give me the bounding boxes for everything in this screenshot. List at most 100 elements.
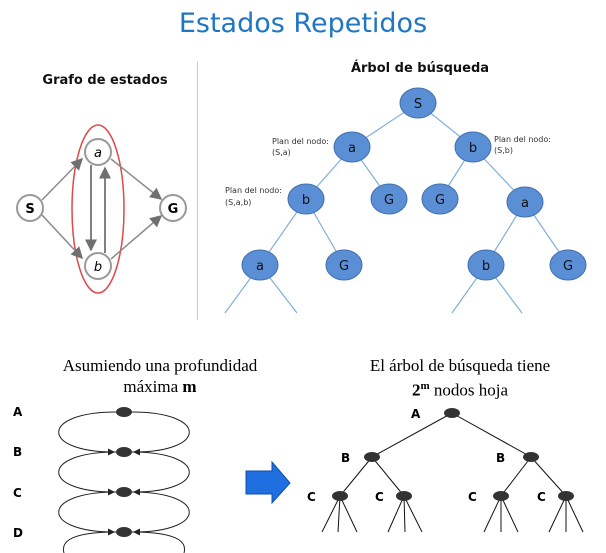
binary-tree-edge <box>387 495 405 533</box>
binary-tree-node-c <box>396 491 412 501</box>
chain-node-a <box>116 407 132 417</box>
plan-note-a-line2: (S,a) <box>272 148 291 157</box>
chain-label: B <box>13 445 22 459</box>
tree-node-label: G <box>339 259 349 274</box>
tree-node-label: a <box>521 196 529 211</box>
graph-node-a-label: a <box>94 146 102 161</box>
graph-node-b-label: b <box>94 260 102 275</box>
tree-node-label: G <box>435 193 445 208</box>
plan-note-sab-line2: (S,a,b) <box>225 198 251 207</box>
state-graph-title: Grafo de estados <box>42 73 168 88</box>
binary-tree-label: C <box>537 490 546 504</box>
tree-node-b <box>287 183 325 215</box>
plan-note-sab-line1: Plan del nodo: <box>225 186 282 195</box>
graph-node-b <box>84 252 112 280</box>
tree-node-label: G <box>384 193 394 208</box>
binary-tree-label: C <box>468 490 477 504</box>
tree-node-g <box>325 249 363 281</box>
binary-tree-node-a <box>444 408 460 418</box>
binary-tree-edge <box>321 495 341 533</box>
tree-node-root-label: S <box>414 97 422 112</box>
tree-node-g <box>421 183 459 215</box>
edge-b-g <box>110 215 163 260</box>
tree-node-g <box>549 249 587 281</box>
search-tree: S a b b G G a a G b G Plan del nodo: (S,… <box>224 87 587 314</box>
tree-node-root <box>399 87 437 119</box>
tree-node-label: b <box>302 193 310 208</box>
leaf-caption-exponent: m <box>420 380 430 392</box>
graph-node-s <box>16 194 44 222</box>
edge-s-a <box>41 157 84 201</box>
graph-node-g <box>159 194 187 222</box>
edge-s-b <box>41 214 84 260</box>
binary-tree-node-b <box>364 452 380 462</box>
graph-node-a <box>84 138 112 166</box>
binary-tree-label: C <box>375 490 384 504</box>
leaf-caption-rest: nodos hoja <box>429 380 509 400</box>
plan-note-a-line1: Plan del nodo: <box>272 137 329 146</box>
binary-tree-edge <box>500 456 532 497</box>
chain-label: C <box>13 486 22 500</box>
plan-note-b-line2: (S,b) <box>494 146 513 155</box>
graph-node-s-label: S <box>25 202 34 217</box>
graph-node-g-label: G <box>168 202 179 217</box>
chain-arc <box>58 491 117 536</box>
tree-node-label: b <box>469 141 477 156</box>
tree-node-a <box>506 186 544 218</box>
repeated-states-highlight <box>71 124 125 294</box>
binary-tree-edge <box>403 495 423 533</box>
binary-tree-edge <box>337 495 341 533</box>
chain-label: A <box>13 405 23 419</box>
binary-tree-edge <box>339 456 373 497</box>
panel-divider <box>197 62 198 320</box>
binary-tree-edge <box>451 412 532 458</box>
plan-note-b-line1: Plan del nodo: <box>494 135 551 144</box>
tree-node-label: b <box>482 259 490 274</box>
tree-node-label: a <box>348 141 356 156</box>
binary-tree-label: C <box>307 490 316 504</box>
binary-tree-node-b <box>523 452 539 462</box>
binary-tree-edge <box>483 495 502 533</box>
binary-tree-node-c <box>558 491 574 501</box>
depth-caption-m: m <box>182 377 197 396</box>
binary-tree-edge <box>371 412 453 458</box>
chain-arc <box>131 491 190 536</box>
binary-tree-edge <box>403 495 406 533</box>
chain-arc <box>131 451 190 496</box>
leaf-caption-line2: 2m nodos hoja <box>320 376 600 401</box>
leaf-caption: El árbol de búsqueda tiene 2m nodos hoja <box>320 355 600 401</box>
tree-node-b <box>454 131 492 163</box>
binary-tree-node-c <box>493 491 509 501</box>
binary-tree: A B B C C C C <box>307 407 584 533</box>
binary-tree-label: B <box>496 451 505 465</box>
tree-node-g <box>370 183 408 215</box>
chain-node-c <box>116 487 132 497</box>
search-tree-title: Árbol de búsqueda <box>350 61 490 76</box>
binary-tree-label: B <box>341 451 350 465</box>
edge-a-g <box>110 158 163 200</box>
tree-node-label: G <box>563 259 573 274</box>
chain-node-d <box>116 527 132 537</box>
chain-node-b <box>116 447 132 457</box>
depth-caption-text: Asumiendo una profundidad máxima <box>62 356 258 396</box>
binary-tree-edge <box>339 495 358 533</box>
chain-arc <box>131 531 186 553</box>
binary-tree-edge <box>500 495 519 533</box>
tree-node-a <box>333 131 371 163</box>
binary-tree-edge <box>548 495 567 533</box>
leaf-caption-line1: El árbol de búsqueda tiene <box>369 356 551 375</box>
page-title: Estados Repetidos <box>178 8 428 39</box>
chain-diagram: A B C D <box>13 405 190 553</box>
leaf-caption-base: 2 <box>411 380 421 400</box>
tree-node-a <box>241 249 279 281</box>
tree-node-label: a <box>256 259 264 274</box>
binary-tree-edge <box>371 456 405 497</box>
chain-arc <box>131 411 190 456</box>
state-graph: S a b G <box>16 124 187 294</box>
chain-arc <box>58 451 117 496</box>
chain-label: D <box>13 526 23 540</box>
right-arrow-icon <box>245 460 291 505</box>
binary-tree-edge <box>530 456 567 497</box>
depth-caption: Asumiendo una profundidad máxima m <box>50 355 270 397</box>
binary-tree-node-c <box>332 491 348 501</box>
